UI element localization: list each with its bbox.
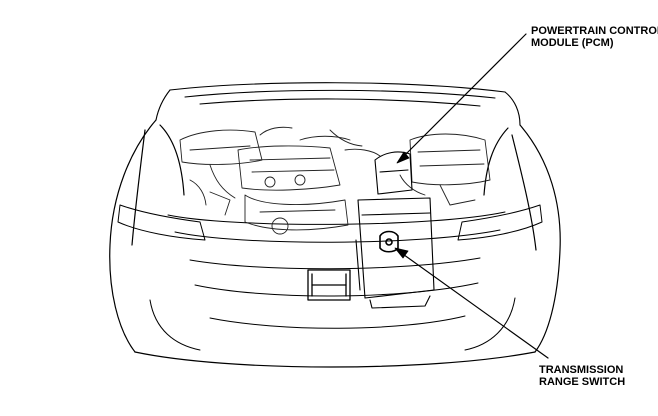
pcm-assembly bbox=[355, 151, 435, 309]
trs-arrowhead bbox=[394, 247, 409, 259]
open-hood bbox=[155, 82, 521, 126]
grille-emblem bbox=[307, 269, 351, 301]
pcm-label-line1: POWERTRAIN CONTROL bbox=[531, 25, 658, 37]
trs-label-line2: RANGE SWITCH bbox=[539, 376, 626, 388]
vehicle-body-outline bbox=[109, 119, 561, 368]
transmission-range-switch bbox=[379, 230, 399, 253]
trs-label-line1: TRANSMISSION bbox=[539, 364, 624, 376]
engine-components bbox=[179, 126, 381, 235]
trs-callout-label: TRANSMISSION RANGE SWITCH bbox=[539, 364, 625, 388]
trs-leader-line bbox=[399, 251, 549, 359]
pcm-leader-line bbox=[401, 33, 527, 159]
left-headlight bbox=[117, 204, 206, 241]
pcm-callout-label: POWERTRAIN CONTROL MODULE (PCM) bbox=[531, 25, 658, 49]
pcm-label-line2: MODULE (PCM) bbox=[531, 37, 614, 49]
front-bumper bbox=[149, 211, 516, 351]
battery-area bbox=[399, 133, 491, 206]
pcm-arrowhead bbox=[396, 151, 410, 164]
right-headlight bbox=[457, 204, 543, 241]
